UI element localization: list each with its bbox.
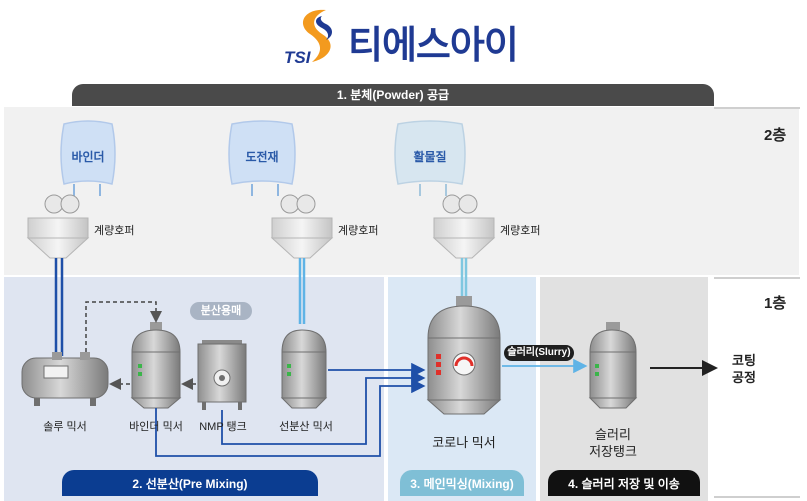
coating-label-line2: 공정 [732, 370, 756, 385]
powder-label-active: 활물질 [413, 150, 447, 164]
company-logo: TSI 티에스아이 [282, 4, 532, 74]
powder-bag-binder [60, 120, 116, 185]
active-feed-pipe [460, 258, 468, 300]
hopper-label-3: 계량호퍼 [500, 225, 541, 237]
hopper-label-2: 계량호퍼 [338, 225, 379, 237]
slurry-tank-label-line1: 슬러리 [595, 427, 631, 442]
feeder-rollers-1 [44, 194, 80, 214]
nmp-tank-vessel [197, 340, 247, 410]
slurry-tank-label: 슬러리 저장탱크 [568, 426, 658, 460]
mixing-zone-footer: 3. 메인믹싱(Mixing) [400, 470, 524, 496]
solo-mixer-vessel [21, 352, 109, 406]
tsi-logo-mark [303, 9, 332, 62]
nmp-to-corona-pipe [221, 370, 426, 445]
slurry-badge: 슬러리(Slurry) [504, 345, 574, 361]
floor-2-label: 2층 [764, 127, 787, 144]
weighing-hopper-1 [26, 217, 90, 259]
slurry-tank-label-line2: 저장탱크 [589, 444, 637, 459]
recirculation-line [85, 301, 162, 352]
powder-supply-header: 1. 분체(Powder) 공급 [72, 84, 714, 106]
floor-divider-top [714, 107, 800, 109]
solo-mixer-label: 솔루 믹서 [43, 421, 87, 433]
powder-bag-conductive [228, 120, 296, 185]
premix-zone-footer: 2. 선분산(Pre Mixing) [62, 470, 318, 496]
slurry-tank-vessel [588, 322, 638, 409]
predisp-mixer-vessel [280, 329, 328, 409]
floor-divider-middle [714, 277, 800, 279]
conductive-feed-pipe [298, 258, 306, 324]
feeder-rollers-2 [280, 194, 316, 214]
coating-process-label: 코팅 공정 [722, 352, 766, 386]
coating-label-line1: 코팅 [732, 353, 756, 368]
binder-mixer-label: 바인더 믹서 [129, 421, 183, 433]
weighing-hopper-2 [270, 217, 334, 259]
hopper-label-1: 계량호퍼 [94, 225, 135, 237]
floor-1-label: 1층 [764, 295, 787, 312]
binder-to-corona-pipe [155, 378, 426, 457]
binder-mixer-vessel [130, 322, 182, 409]
nmp-tank-label: NMP 탱크 [199, 421, 247, 433]
logo-brand-name: 티에스아이 [348, 25, 519, 67]
corona-mixer-label: 코로나 믹서 [432, 435, 496, 450]
powder-label-conductive: 도전재 [245, 150, 279, 164]
predisp-mixer-label: 선분산 믹서 [279, 421, 333, 433]
weighing-hopper-3 [432, 217, 496, 259]
solvent-badge: 분산용매 [190, 302, 252, 320]
binder-feed-pipe [54, 258, 64, 356]
feeder-rollers-3 [442, 194, 478, 214]
storage-zone-footer: 4. 슬러리 저장 및 이송 [548, 470, 700, 496]
powder-label-binder: 바인더 [71, 150, 105, 164]
corona-mixer-vessel [426, 296, 502, 415]
logo-abbr: TSI [284, 48, 311, 67]
powder-bag-active [394, 120, 466, 185]
floor-divider-bottom [714, 496, 800, 498]
